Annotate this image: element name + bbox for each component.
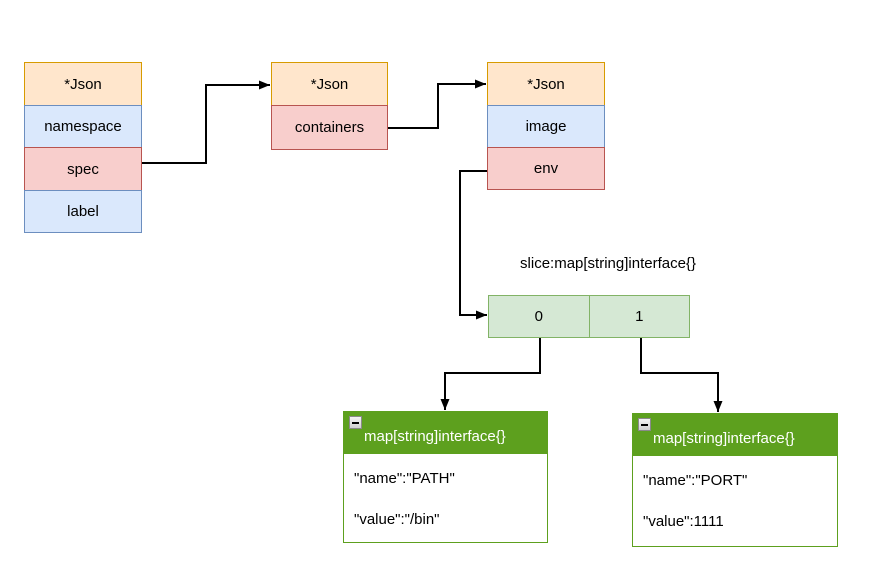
map-node-header: map[string]interface{} <box>344 412 547 454</box>
map-node-path: map[string]interface{} "name":"PATH" "va… <box>343 411 548 543</box>
arrow-env-to-slice <box>459 170 487 320</box>
slice-index-0: 0 <box>534 308 543 325</box>
map-type-label: map[string]interface{} <box>653 430 795 447</box>
row-spec: spec <box>24 147 142 191</box>
collapse-minus-icon[interactable] <box>638 418 651 431</box>
collapse-minus-icon[interactable] <box>349 416 362 429</box>
row-namespace: namespace <box>24 104 142 149</box>
json-node-header: *Json <box>271 62 388 106</box>
arrow-slice0-to-map1 <box>440 338 541 410</box>
slice-type-caption: slice:map[string]interface{} <box>520 255 696 272</box>
arrow-containers-to-json3 <box>388 79 486 129</box>
arrow-slice1-to-map2 <box>640 338 723 412</box>
json-node-spec: *Json containers <box>271 62 388 150</box>
map-node-header: map[string]interface{} <box>633 414 837 456</box>
json-node-header: *Json <box>24 62 142 106</box>
row-env: env <box>487 147 605 190</box>
slice-index-1: 1 <box>588 296 690 337</box>
map-entry-name: "name":"PATH" <box>354 470 455 487</box>
map-entry-name: "name":"PORT" <box>643 472 748 489</box>
json-node-root: *Json namespace spec label <box>24 62 142 233</box>
row-image: image <box>487 104 605 149</box>
map-node-body: "name":"PATH" "value":"/bin" <box>344 454 547 542</box>
arrow-spec-to-json2 <box>142 80 270 164</box>
slice-node: 0 1 <box>488 295 690 338</box>
row-containers: containers <box>271 104 388 150</box>
map-node-port: map[string]interface{} "name":"PORT" "va… <box>632 413 838 547</box>
row-label: label <box>24 189 142 233</box>
map-entry-value: "value":1111 <box>643 513 724 530</box>
map-entry-value: "value":"/bin" <box>354 511 440 528</box>
json-node-container: *Json image env <box>487 62 605 190</box>
map-node-body: "name":"PORT" "value":1111 <box>633 456 837 546</box>
map-type-label: map[string]interface{} <box>364 428 506 445</box>
json-node-header: *Json <box>487 62 605 106</box>
